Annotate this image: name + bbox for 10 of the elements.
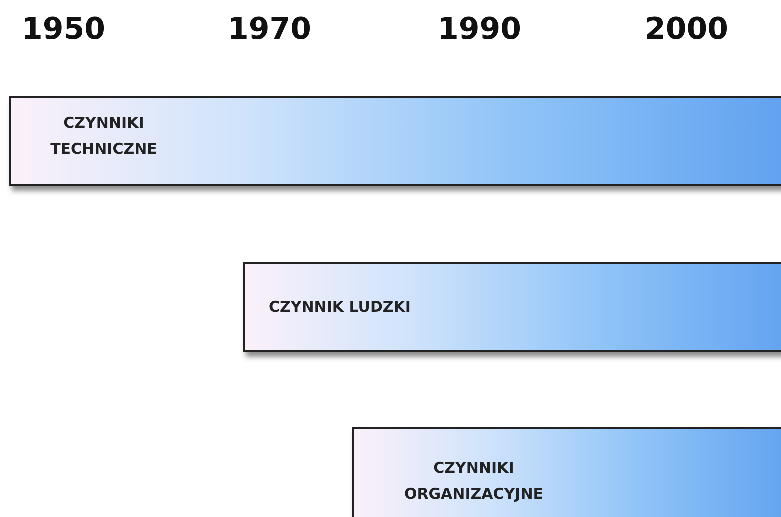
year-label: 1970 <box>228 12 312 48</box>
year-label: 1990 <box>438 12 522 48</box>
timeline-bar <box>352 427 781 517</box>
timeline-bar <box>243 262 781 352</box>
bar-label: CZYNNIKI TECHNICZNE <box>50 113 158 160</box>
bar-label: CZYNNIKI ORGANIZACYJNE <box>403 458 545 505</box>
year-label: 2000 <box>645 12 728 48</box>
timeline-bar <box>9 96 781 186</box>
year-label: 1950 <box>22 12 106 48</box>
bar-label: CZYNNIK LUDZKI <box>269 297 412 318</box>
